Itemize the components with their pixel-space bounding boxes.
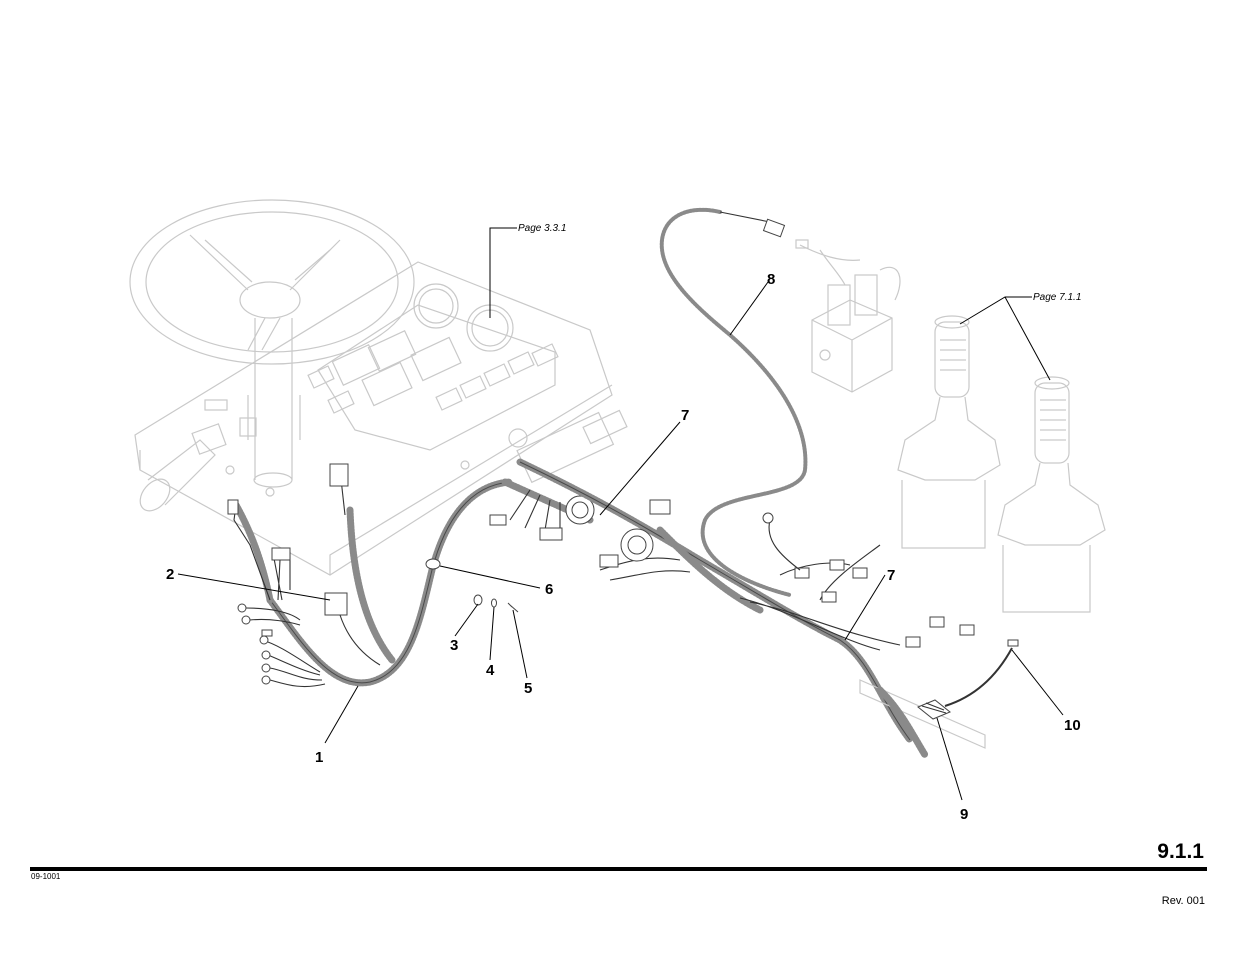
callouts: 1 2 3 4 5 6 7 7 8 9 10 <box>166 271 1081 823</box>
page-reference-gauge: Page 3.3.1 <box>518 223 566 234</box>
coiled-cable-item-8 <box>659 207 808 597</box>
main-harness <box>227 463 595 688</box>
page-number: 9.1.1 <box>1157 840 1204 863</box>
callout-2: 2 <box>166 566 174 583</box>
callout-7-upper: 7 <box>681 407 689 424</box>
console-panel-ghost <box>129 199 628 576</box>
washer-item-3 <box>473 594 483 606</box>
leader-lines <box>177 227 1064 801</box>
callout-6: 6 <box>545 581 553 598</box>
joystick-right-ghost <box>997 376 1106 613</box>
callout-9: 9 <box>960 806 968 823</box>
valve-block <box>795 239 901 393</box>
callout-4: 4 <box>486 662 495 679</box>
callout-1: 1 <box>315 749 323 766</box>
document-code: 09-1001 <box>31 872 61 881</box>
callout-8: 8 <box>767 271 775 288</box>
relay-item-2 <box>324 592 348 616</box>
cable-item-10 <box>944 639 1019 707</box>
joystick-left-ghost <box>897 315 1001 549</box>
joystick-harness <box>516 458 986 759</box>
callout-10: 10 <box>1064 717 1081 734</box>
callout-5: 5 <box>524 680 532 697</box>
page-reference-joystick: Page 7.1.1 <box>1033 292 1081 303</box>
lockwasher-item-4 <box>491 598 497 608</box>
callout-3: 3 <box>450 637 458 654</box>
footer-rule <box>30 867 1207 871</box>
hardware-items <box>473 594 519 613</box>
screw-item-5 <box>507 602 519 613</box>
revision-label: Rev. 001 <box>1161 895 1205 907</box>
callout-7-lower: 7 <box>887 567 895 584</box>
switch-item-9 <box>917 699 951 720</box>
